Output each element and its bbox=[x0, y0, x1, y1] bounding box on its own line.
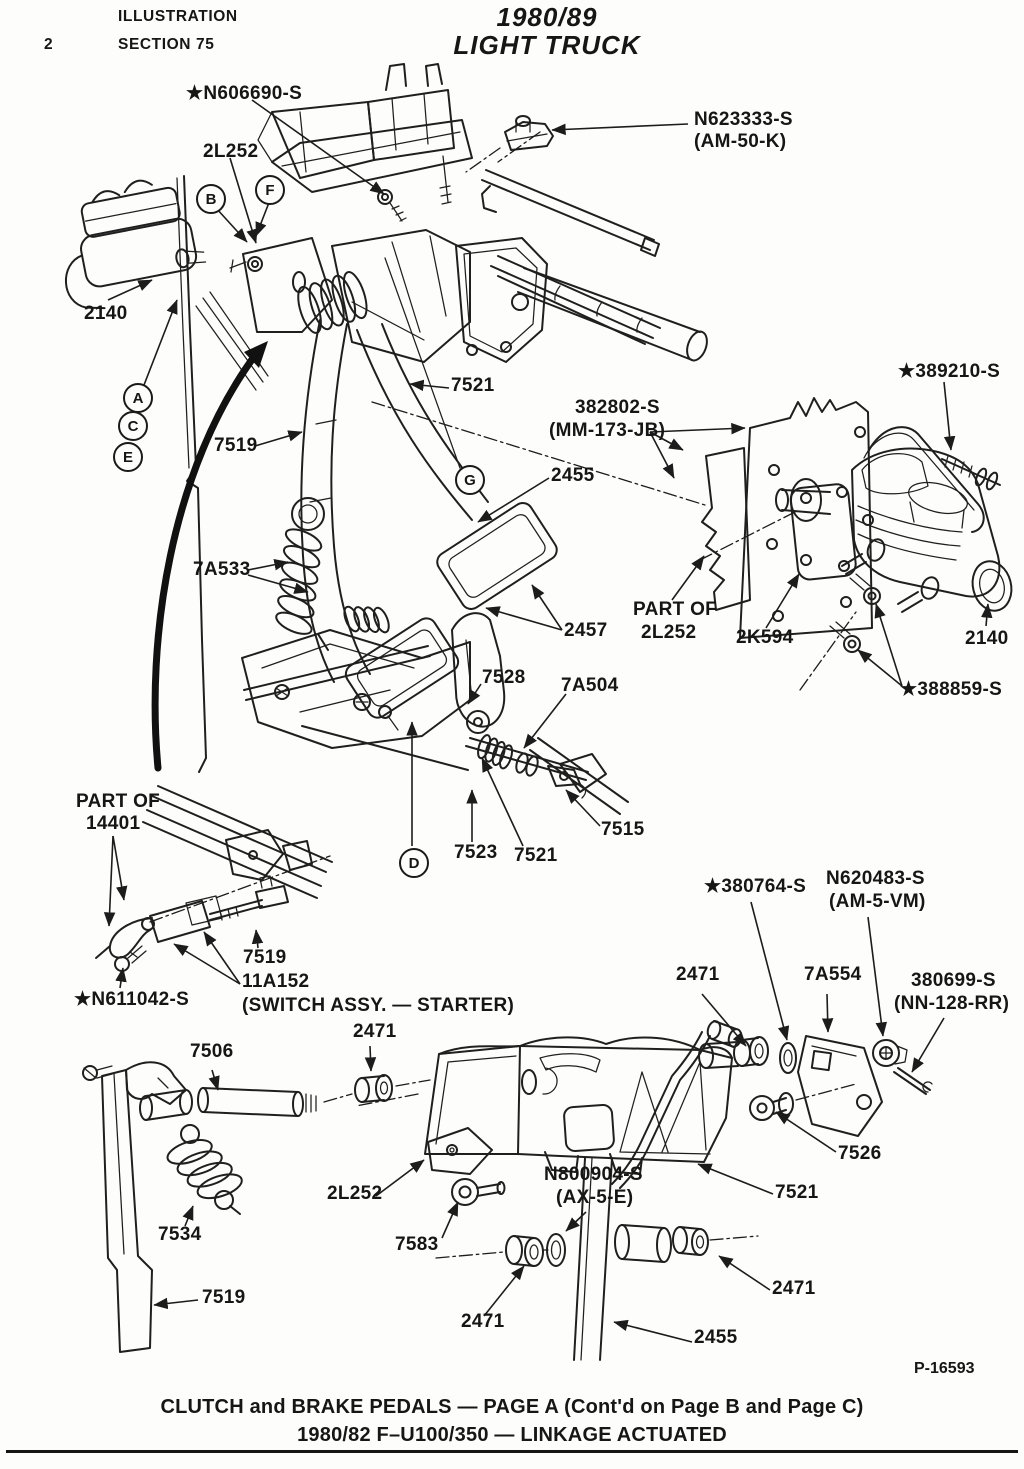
frame-rails-upper bbox=[481, 131, 661, 345]
equalizer-bar bbox=[435, 1157, 759, 1361]
part-label-388859: ★388859-S bbox=[900, 679, 1003, 700]
part-label-n606690: ★N606690-S bbox=[186, 83, 303, 104]
assist-spring bbox=[275, 497, 329, 651]
callout-b: B bbox=[196, 184, 226, 214]
part-label-n800904: N800904-S bbox=[544, 1164, 643, 1185]
caption-line1: CLUTCH and BRAKE PEDALS — PAGE A (Cont'd… bbox=[160, 1396, 864, 1418]
part-label-2140-left: 2140 bbox=[84, 303, 128, 324]
part-label-2457: 2457 bbox=[564, 620, 608, 641]
part-label-7a554: 7A554 bbox=[804, 964, 862, 985]
callout-f: F bbox=[255, 175, 285, 205]
pushrod-7506 bbox=[139, 1074, 431, 1121]
part-label-7a504: 7A504 bbox=[561, 675, 619, 696]
master-cylinder-left bbox=[64, 179, 207, 310]
part-label-n620483: N620483-S bbox=[826, 868, 925, 889]
title-model: LIGHT TRUCK bbox=[453, 30, 641, 60]
kicker-line1: ILLUSTRATION bbox=[118, 8, 238, 25]
clip-n623333 bbox=[465, 115, 554, 173]
part-label-380764: ★380764-S bbox=[704, 876, 807, 897]
bottom-bracket bbox=[355, 1036, 733, 1206]
master-cylinder-right bbox=[699, 397, 1013, 691]
part-label-n623333: N623333-S bbox=[694, 109, 793, 130]
page-number: 2 bbox=[44, 36, 54, 53]
part-label-2140-right: 2140 bbox=[965, 628, 1009, 649]
retracting-spring bbox=[166, 1124, 243, 1215]
callout-d: D bbox=[399, 848, 429, 878]
part-label-7521-bot: 7521 bbox=[775, 1182, 819, 1203]
caption-line2: 1980/82 F–U100/350 — LINKAGE ACTUATED bbox=[297, 1424, 727, 1446]
part-label-7506: 7506 bbox=[190, 1041, 234, 1062]
part-label-n611042: ★N611042-S bbox=[74, 989, 190, 1010]
callout-a: A bbox=[123, 383, 153, 413]
part-label-switch-assy: (SWITCH ASSY. — STARTER) bbox=[242, 995, 515, 1016]
title-year: 1980/89 bbox=[496, 2, 598, 32]
plate-number: P-16593 bbox=[914, 1360, 975, 1377]
part-label-7521-top: 7521 bbox=[451, 375, 495, 396]
part-label-2k594: 2K594 bbox=[736, 627, 794, 648]
part-label-2455-mid: 2455 bbox=[551, 465, 595, 486]
callout-g: G bbox=[455, 465, 485, 495]
part-label-7528: 7528 bbox=[482, 667, 526, 688]
part-label-7521-mid: 7521 bbox=[514, 845, 558, 866]
cowl-brace bbox=[517, 267, 708, 362]
part-label-7583: 7583 bbox=[395, 1234, 439, 1255]
part-label-nn128rr: (NN-128-RR) bbox=[894, 993, 1010, 1014]
clutch-rod-cluster bbox=[611, 1020, 933, 1189]
part-label-am50k: (AM-50-K) bbox=[694, 131, 787, 152]
part-label-7515: 7515 bbox=[601, 819, 645, 840]
pedal-support-bracket bbox=[229, 229, 706, 506]
leader-lines bbox=[103, 99, 993, 1343]
part-label-2455-bot: 2455 bbox=[694, 1327, 738, 1348]
callout-e: E bbox=[113, 442, 143, 472]
part-label-382802: 382802-S bbox=[575, 397, 660, 418]
part-label-2l252-top: 2L252 bbox=[203, 141, 259, 162]
view-direction-arrow bbox=[151, 341, 268, 772]
part-label-380699: 380699-S bbox=[911, 970, 996, 991]
part-label-7519-bot: 7519 bbox=[202, 1287, 246, 1308]
part-label-7526: 7526 bbox=[838, 1143, 882, 1164]
part-label-7519-mid: 7519 bbox=[214, 435, 258, 456]
bottom-rule bbox=[6, 1450, 1018, 1453]
callout-c: C bbox=[118, 411, 148, 441]
part-label-14401: 14401 bbox=[86, 813, 141, 834]
part-label-partof-b: PART OF bbox=[76, 791, 161, 812]
part-label-7534: 7534 bbox=[158, 1224, 202, 1245]
part-label-2471-c: 2471 bbox=[461, 1311, 505, 1332]
part-label-2471-a: 2471 bbox=[676, 964, 720, 985]
part-label-7a533: 7A533 bbox=[193, 559, 251, 580]
callout-g-reference-line bbox=[384, 257, 461, 469]
part-label-7519-switch: 7519 bbox=[243, 947, 287, 968]
part-label-7523: 7523 bbox=[454, 842, 498, 863]
starter-switch-assembly bbox=[95, 785, 333, 972]
part-label-ax5e: (AX-5-E) bbox=[556, 1187, 634, 1208]
part-label-389210: ★389210-S bbox=[898, 361, 1001, 382]
kicker-line2: SECTION 75 bbox=[118, 36, 215, 53]
clutch-and-brake-pedals bbox=[300, 319, 558, 719]
part-label-2l252-bot: 2L252 bbox=[327, 1183, 383, 1204]
part-label-mm173jb: (MM-173-JB) bbox=[549, 420, 666, 441]
frame-rail-lower bbox=[529, 737, 629, 815]
part-label-2471-b: 2471 bbox=[353, 1021, 397, 1042]
upper-bracket bbox=[257, 63, 473, 222]
part-label-2l252-mid: 2L252 bbox=[641, 622, 697, 643]
part-label-partof-a: PART OF bbox=[633, 599, 718, 620]
part-label-am5vm: (AM-5-VM) bbox=[829, 891, 926, 912]
part-label-11a152: 11A152 bbox=[242, 971, 310, 992]
bellcrank-lever bbox=[82, 1061, 187, 1353]
part-label-2471-d: 2471 bbox=[772, 1278, 816, 1299]
